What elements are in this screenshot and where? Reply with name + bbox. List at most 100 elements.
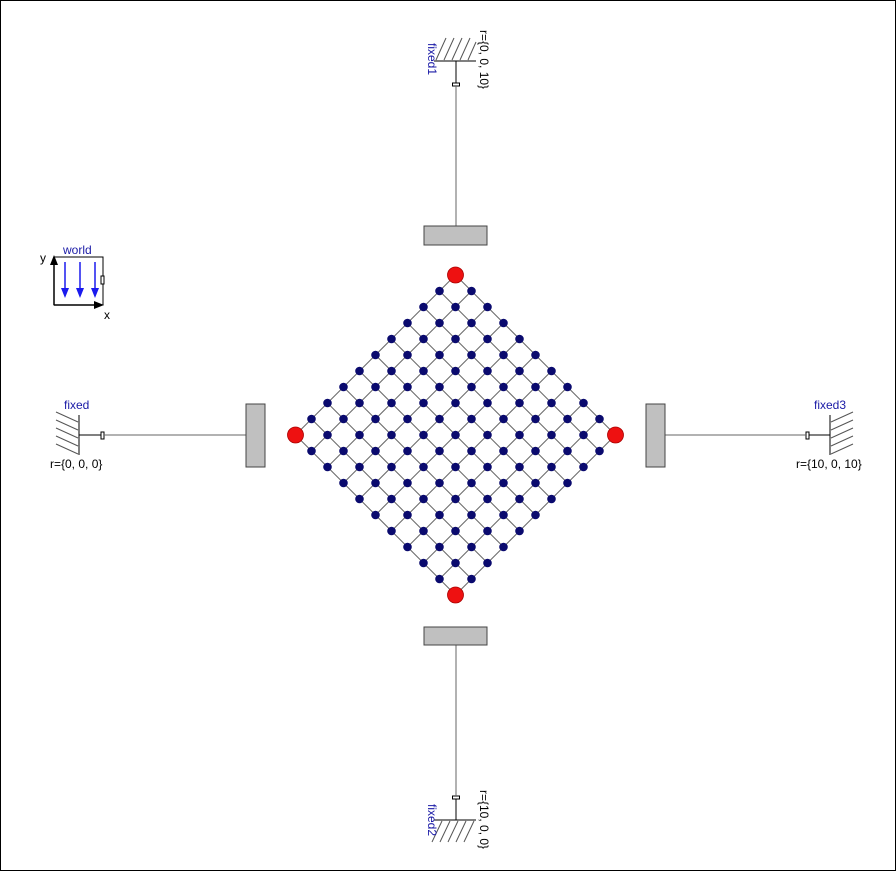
mass-node-icon[interactable] [371,414,380,424]
mass-node-icon[interactable] [499,446,508,456]
mass-node-icon[interactable] [435,414,444,424]
mass-node-icon[interactable] [435,446,444,456]
mass-node-icon[interactable] [371,478,380,488]
mass-node-icon[interactable] [435,350,444,360]
mass-node-icon[interactable] [483,526,492,536]
mass-node-icon[interactable] [339,478,348,488]
mass-node-icon[interactable] [419,366,428,376]
mass-node-icon[interactable] [515,526,524,536]
mass-node-icon[interactable] [387,398,396,408]
mass-node-icon[interactable] [451,526,460,536]
mass-node-icon[interactable] [323,398,332,408]
body-block-top[interactable] [423,225,488,246]
mass-node-icon[interactable] [483,430,492,440]
mass-node-icon[interactable] [467,510,476,520]
mass-node-icon[interactable] [531,382,540,392]
mass-node-icon[interactable] [403,350,412,360]
mass-node-icon[interactable] [467,542,476,552]
mass-node-icon[interactable] [387,366,396,376]
mass-node-icon[interactable] [435,286,444,296]
mass-node-icon[interactable] [387,430,396,440]
mass-node-icon[interactable] [419,398,428,408]
mass-node-icon[interactable] [419,526,428,536]
mass-node-icon[interactable] [515,334,524,344]
mass-node-icon[interactable] [371,510,380,520]
mass-node-icon[interactable] [323,462,332,472]
mass-node-icon[interactable] [403,382,412,392]
mass-node-icon[interactable] [531,446,540,456]
mass-node-icon[interactable] [483,494,492,504]
fixed-component[interactable]: fixed r={0, 0, 0} [50,398,105,471]
mass-node-icon[interactable] [483,366,492,376]
mass-node-icon[interactable] [499,382,508,392]
mass-node-icon[interactable] [371,350,380,360]
mass-node-icon[interactable] [595,446,604,456]
mass-node-icon[interactable] [451,398,460,408]
mass-node-icon[interactable] [499,350,508,360]
mass-node-icon[interactable] [371,382,380,392]
mass-node-icon[interactable] [451,366,460,376]
mass-node-icon[interactable] [403,510,412,520]
mass-node-icon[interactable] [579,398,588,408]
mass-node-icon[interactable] [547,494,556,504]
mass-node-icon[interactable] [355,366,364,376]
mass-node-icon[interactable] [451,302,460,312]
mass-node-icon[interactable] [483,302,492,312]
mass-node-icon[interactable] [339,414,348,424]
mass-node-icon[interactable] [563,478,572,488]
mass-node-icon[interactable] [435,510,444,520]
mass-node-icon[interactable] [355,398,364,408]
mass-node-icon[interactable] [579,430,588,440]
mass-node-icon[interactable] [339,382,348,392]
body-block-left[interactable] [245,403,266,468]
mass-node-icon[interactable] [435,574,444,584]
mass-node-icon[interactable] [483,558,492,568]
mass-node-icon[interactable] [435,318,444,328]
mass-node-icon[interactable] [403,478,412,488]
mass-node-icon[interactable] [563,414,572,424]
mass-node-icon[interactable] [483,462,492,472]
mass-node-icon[interactable] [451,334,460,344]
mass-node-icon[interactable] [515,462,524,472]
mass-node-icon[interactable] [595,414,604,424]
mass-node-icon[interactable] [355,462,364,472]
corner-mass-icon-bottom[interactable] [447,586,464,604]
mass-node-icon[interactable] [451,462,460,472]
mass-node-icon[interactable] [515,430,524,440]
mass-node-icon[interactable] [499,318,508,328]
mass-node-icon[interactable] [547,398,556,408]
mass-node-icon[interactable] [387,494,396,504]
mass-node-icon[interactable] [547,366,556,376]
mass-node-icon[interactable] [531,478,540,488]
mass-node-icon[interactable] [387,526,396,536]
mass-node-icon[interactable] [467,414,476,424]
mass-node-icon[interactable] [419,462,428,472]
mass-node-icon[interactable] [515,494,524,504]
mass-node-icon[interactable] [419,494,428,504]
mass-node-icon[interactable] [403,414,412,424]
mass-node-icon[interactable] [307,446,316,456]
fixed1-component[interactable]: fixed1 r={0, 0, 10} [425,30,491,89]
mass-node-icon[interactable] [467,286,476,296]
mass-node-icon[interactable] [499,542,508,552]
mass-node-icon[interactable] [403,542,412,552]
mass-node-icon[interactable] [419,430,428,440]
mass-node-icon[interactable] [499,414,508,424]
world-component[interactable]: world y x [40,243,110,322]
mass-node-icon[interactable] [419,334,428,344]
mass-node-icon[interactable] [531,350,540,360]
mass-node-icon[interactable] [467,446,476,456]
mass-node-icon[interactable] [579,462,588,472]
mass-node-icon[interactable] [451,494,460,504]
mass-node-icon[interactable] [563,382,572,392]
fixed2-component[interactable]: fixed2 r={10, 0, 0} [425,790,491,849]
mass-node-icon[interactable] [531,510,540,520]
mass-node-icon[interactable] [515,366,524,376]
corner-mass-icon-top[interactable] [447,266,464,284]
mass-node-icon[interactable] [563,446,572,456]
mass-node-icon[interactable] [323,430,332,440]
mass-node-icon[interactable] [467,318,476,328]
mass-node-icon[interactable] [451,558,460,568]
mass-node-icon[interactable] [499,478,508,488]
mass-node-icon[interactable] [499,510,508,520]
